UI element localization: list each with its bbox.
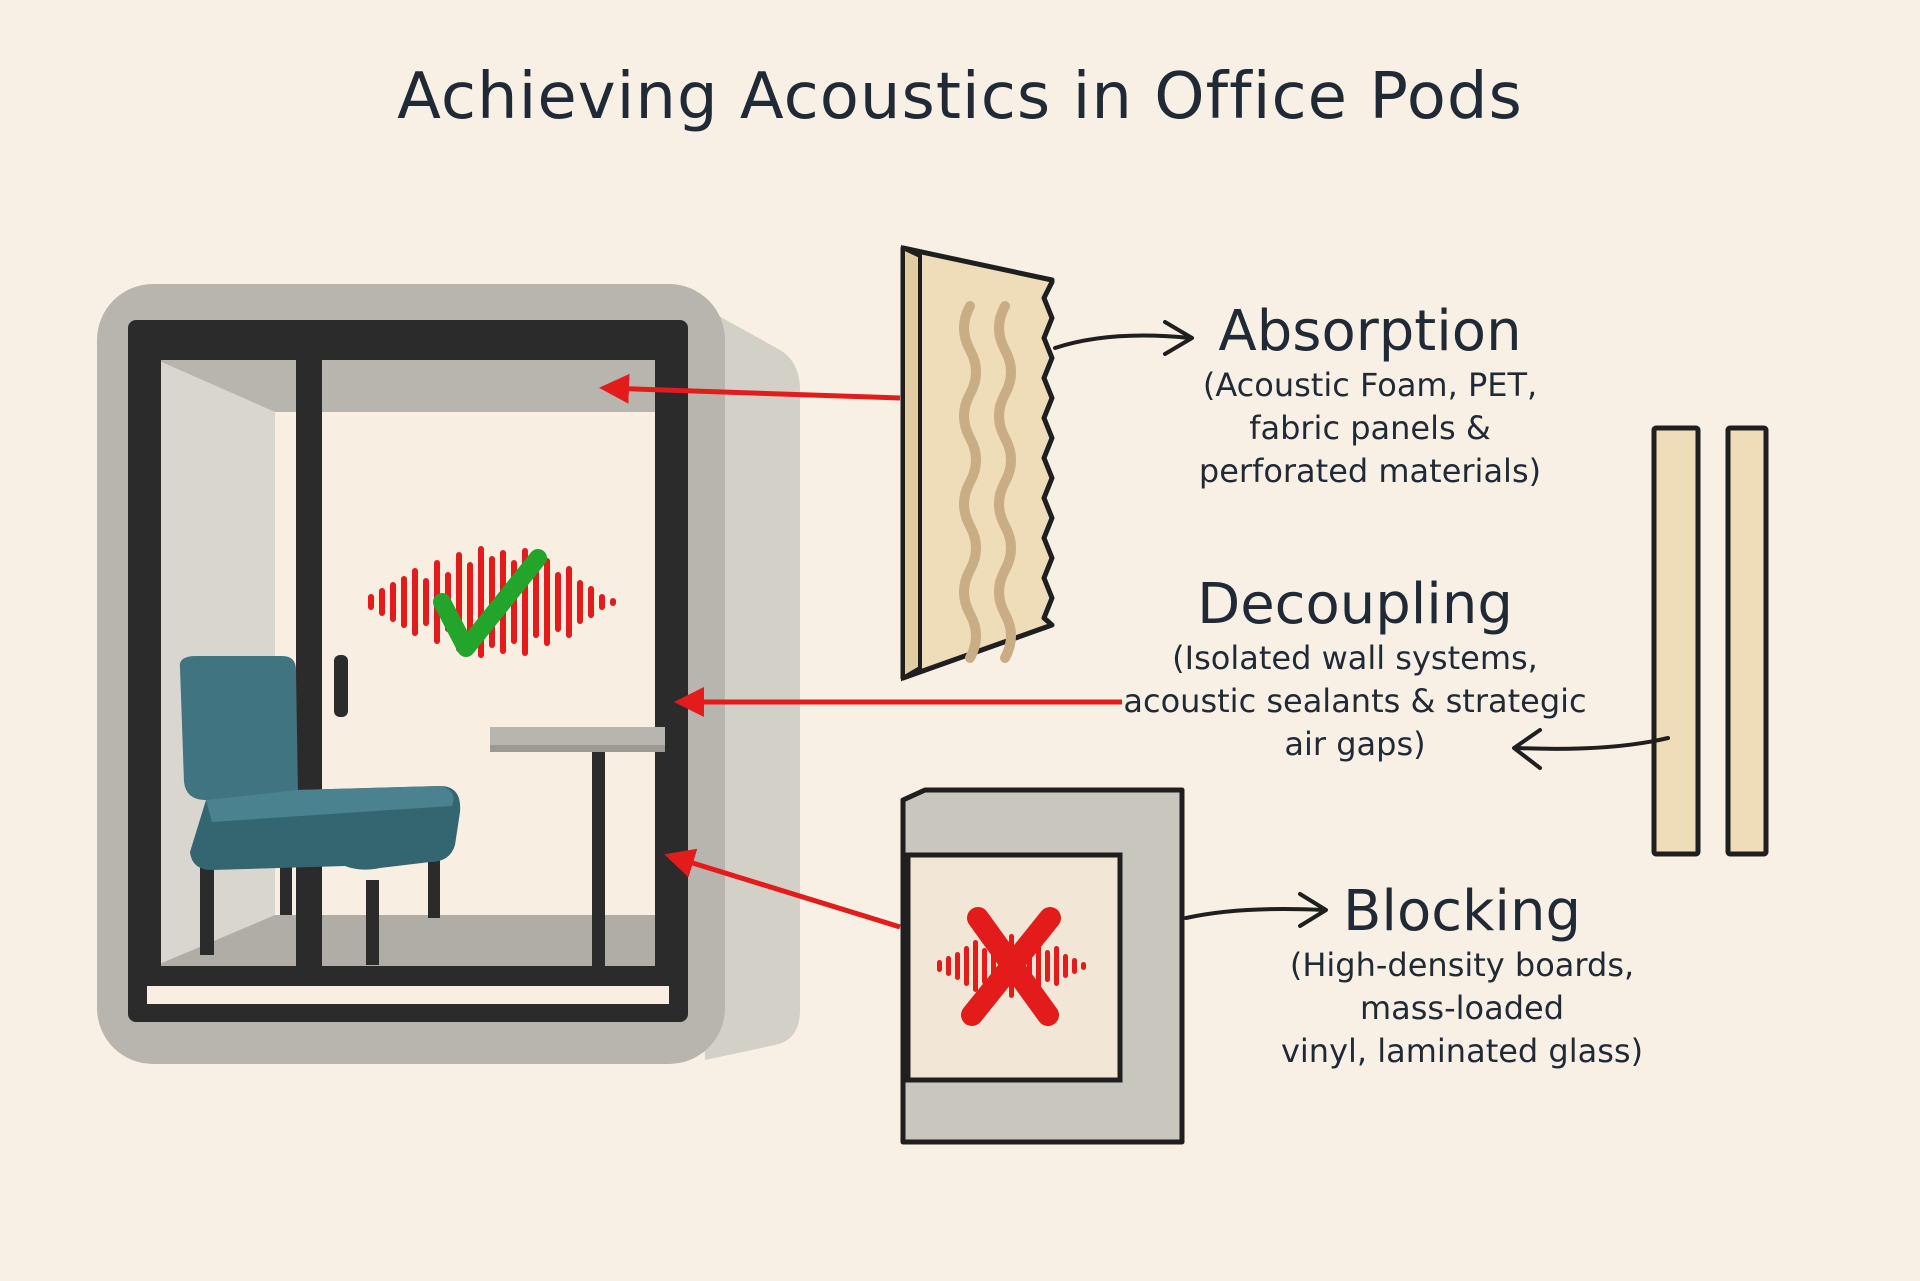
blocking-label: Blocking (High-density boards, mass-load… bbox=[1262, 880, 1662, 1073]
blocking-details: (High-density boards, mass-loaded vinyl,… bbox=[1280, 946, 1644, 1070]
door-handle[interactable] bbox=[334, 655, 348, 717]
chair bbox=[179, 656, 461, 965]
decoupling-label: Decoupling (Isolated wall systems, acous… bbox=[1115, 573, 1595, 766]
pod-bottom-rail bbox=[147, 966, 669, 986]
absorption-details: (Acoustic Foam, PET, fabric panels & per… bbox=[1198, 366, 1542, 490]
pod-ceiling bbox=[157, 360, 669, 412]
cross-icon bbox=[961, 907, 1061, 1026]
absorption-label: Absorption (Acoustic Foam, PET, fabric p… bbox=[1170, 300, 1570, 493]
decoupling-pointer bbox=[1512, 728, 1670, 770]
decoupling-walls bbox=[1651, 425, 1769, 857]
absorption-title: Absorption bbox=[1218, 299, 1522, 364]
page-title: Achieving Acoustics in Office Pods bbox=[397, 60, 1523, 134]
blocking-pointer bbox=[1184, 892, 1328, 928]
pod-right-rail bbox=[655, 340, 669, 986]
desk bbox=[490, 727, 665, 967]
pod-top-rail bbox=[147, 340, 669, 360]
absorption-panel bbox=[900, 244, 1055, 682]
decoupling-details: (Isolated wall systems, acoustic sealant… bbox=[1123, 639, 1587, 763]
absorption-arrow bbox=[599, 373, 901, 404]
office-pod bbox=[97, 284, 800, 1064]
check-icon bbox=[433, 549, 547, 657]
decoupling-title: Decoupling bbox=[1197, 572, 1513, 637]
pod-left-rail bbox=[147, 340, 161, 986]
blocking-arrow bbox=[664, 848, 901, 930]
blocking-board bbox=[900, 787, 1185, 1145]
door-divider bbox=[296, 340, 322, 986]
blocking-title: Blocking bbox=[1342, 879, 1582, 944]
absorption-pointer bbox=[1053, 320, 1194, 356]
